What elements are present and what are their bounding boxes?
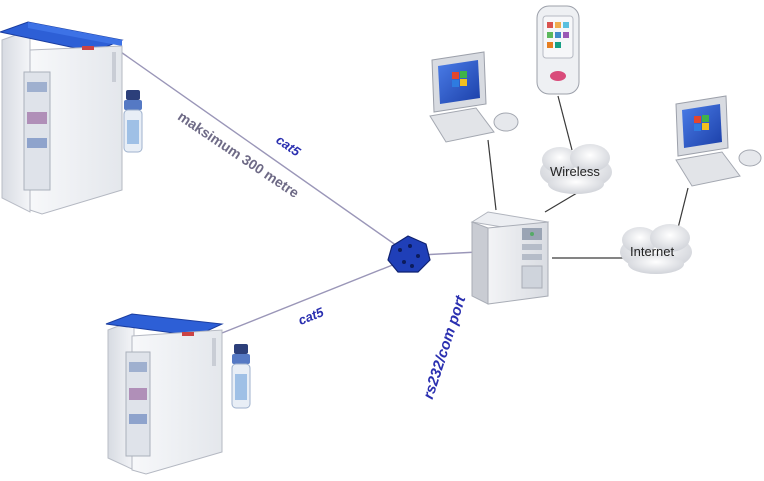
links (487, 95, 689, 259)
pc1-link (487, 139, 497, 211)
cable-line-top (117, 49, 401, 249)
pc2-link (677, 187, 689, 229)
vial-top (123, 90, 143, 153)
network-hub-icon (387, 235, 431, 273)
connections (117, 49, 479, 334)
server-tower-icon (470, 211, 550, 305)
mobile-phone-icon (536, 5, 580, 95)
cloud-icon-internet (620, 224, 692, 274)
vial-bottom (231, 344, 251, 409)
fridge-top (0, 21, 124, 215)
phone-link (557, 95, 573, 151)
internet-label: Internet (630, 244, 675, 259)
cloud-icon-wireless (540, 144, 612, 194)
hub-to-server-line (419, 251, 479, 256)
desktop-computer-icon-right (675, 95, 762, 187)
desktop-computer-icon-left (429, 51, 519, 143)
fridge-bottom (105, 313, 224, 475)
wireless-label: Wireless (550, 164, 600, 179)
cable-line-bottom (221, 261, 401, 334)
